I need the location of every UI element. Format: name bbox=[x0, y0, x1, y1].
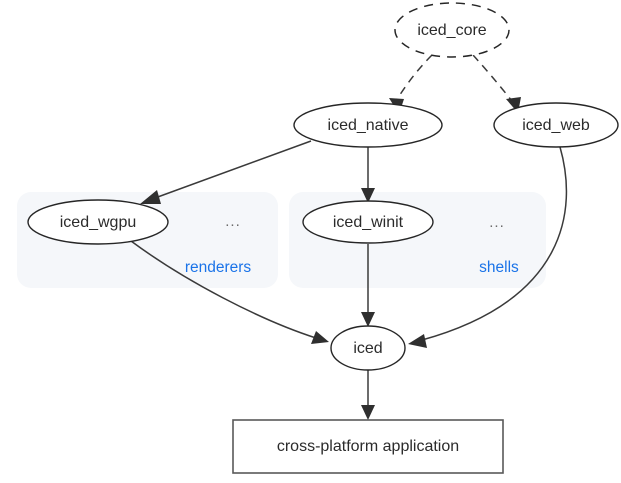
cluster-shells-ellipsis: ... bbox=[489, 214, 505, 231]
node-iced-native[interactable]: iced_native bbox=[293, 102, 443, 148]
cluster-renderers-ellipsis: ... bbox=[225, 213, 241, 230]
node-iced-ellipse bbox=[330, 325, 406, 371]
node-iced-label: iced bbox=[353, 340, 382, 357]
node-iced-core-ellipse bbox=[394, 2, 510, 58]
arrowhead-iced-to-application bbox=[361, 405, 375, 420]
node-iced-web[interactable]: iced_web bbox=[493, 102, 619, 148]
cluster-renderers-label: renderers bbox=[185, 259, 252, 276]
node-application-rect bbox=[232, 419, 504, 474]
node-iced-wgpu[interactable]: iced_wgpu bbox=[27, 199, 169, 245]
edge-iced-wgpu-to-iced bbox=[130, 240, 317, 339]
arrowhead-iced-native-to-iced-wgpu bbox=[140, 190, 161, 204]
arrowhead-iced-wgpu-to-iced bbox=[311, 331, 329, 344]
node-iced-web-label: iced_web bbox=[522, 117, 590, 134]
node-application[interactable]: cross-platform application bbox=[232, 419, 504, 474]
arrowhead-iced-winit-to-iced bbox=[361, 312, 375, 327]
node-iced-native-label: iced_native bbox=[328, 117, 409, 134]
node-application-label: cross-platform application bbox=[277, 438, 459, 455]
node-iced-core[interactable]: iced_core bbox=[394, 2, 510, 58]
node-iced[interactable]: iced bbox=[330, 325, 406, 371]
node-iced-wgpu-label: iced_wgpu bbox=[60, 214, 137, 231]
node-iced-native-ellipse bbox=[293, 102, 443, 148]
node-iced-web-ellipse bbox=[493, 102, 619, 148]
node-iced-winit-ellipse bbox=[302, 200, 434, 244]
node-iced-core-label: iced_core bbox=[417, 22, 486, 39]
arrowhead-iced-native-to-iced-winit bbox=[361, 188, 375, 203]
edge-iced-web-to-iced bbox=[421, 146, 568, 341]
arrowhead-iced-web-to-iced bbox=[408, 334, 427, 348]
edge-iced-core-to-iced-web bbox=[472, 54, 513, 102]
node-iced-wgpu-ellipse bbox=[27, 199, 169, 245]
node-iced-winit-label: iced_winit bbox=[333, 214, 404, 231]
edge-iced-core-to-iced-native bbox=[395, 54, 433, 102]
cluster-shells-label: shells bbox=[479, 259, 519, 276]
edge-iced-native-to-iced-wgpu bbox=[154, 140, 312, 199]
node-iced-winit[interactable]: iced_winit bbox=[302, 200, 434, 244]
